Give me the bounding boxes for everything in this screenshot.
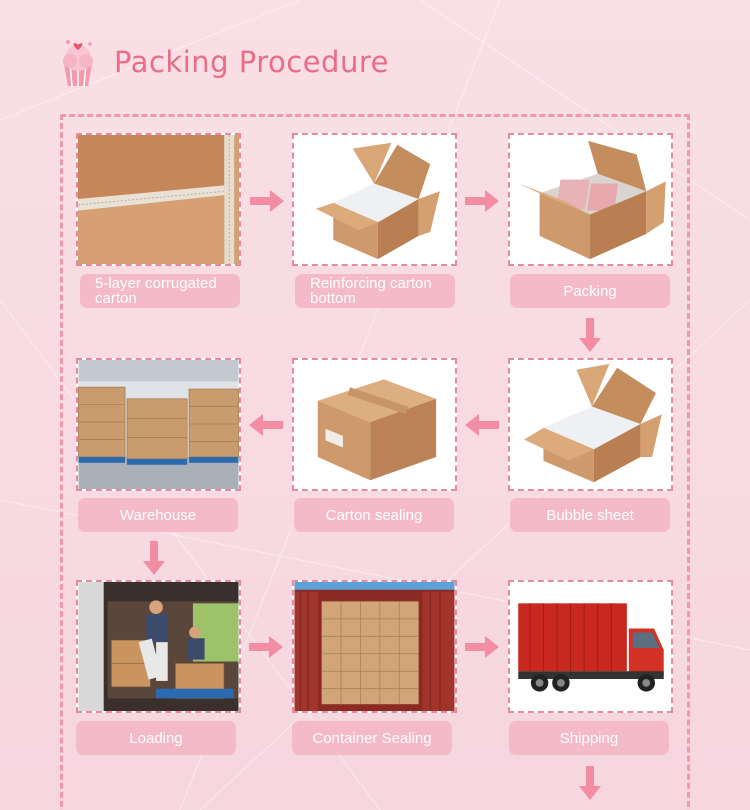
arrow-left-icon	[465, 414, 499, 436]
arrow-down-icon	[143, 541, 165, 575]
container-image	[292, 580, 457, 713]
arrow-left-icon	[249, 414, 283, 436]
header: Packing Procedure	[56, 36, 389, 88]
arrow-right-icon	[250, 190, 284, 212]
arrow-right-icon	[249, 636, 283, 658]
step-label-7: Loading	[76, 721, 236, 755]
step-label-1: 5-layer corrugated carton	[80, 274, 240, 308]
page-title: Packing Procedure	[114, 45, 389, 79]
arrow-right-icon	[465, 190, 499, 212]
open-carton-image	[292, 133, 457, 266]
step-label-3: Packing	[510, 274, 670, 308]
arrow-down-icon	[579, 318, 601, 352]
arrow-down-icon	[579, 766, 601, 800]
step-label-4: Bubble sheet	[510, 498, 670, 532]
sealed-carton-image	[292, 358, 457, 491]
packed-carton-image	[508, 133, 673, 266]
step-label-8: Container Sealing	[292, 721, 452, 755]
procedure-frame	[60, 114, 690, 810]
bubble-sheet-carton-image	[508, 358, 673, 491]
cupcake-icon	[63, 40, 93, 87]
step-label-9: Shipping	[509, 721, 669, 755]
step-label-5: Carton sealing	[294, 498, 454, 532]
warehouse-image	[76, 358, 241, 491]
arrow-right-icon	[465, 636, 499, 658]
loading-image	[76, 580, 241, 713]
step-label-2: Reinforcing carton bottom	[295, 274, 455, 308]
step-label-6: Warehouse	[78, 498, 238, 532]
truck-image	[508, 580, 673, 713]
corrugated-carton-image	[76, 133, 241, 266]
